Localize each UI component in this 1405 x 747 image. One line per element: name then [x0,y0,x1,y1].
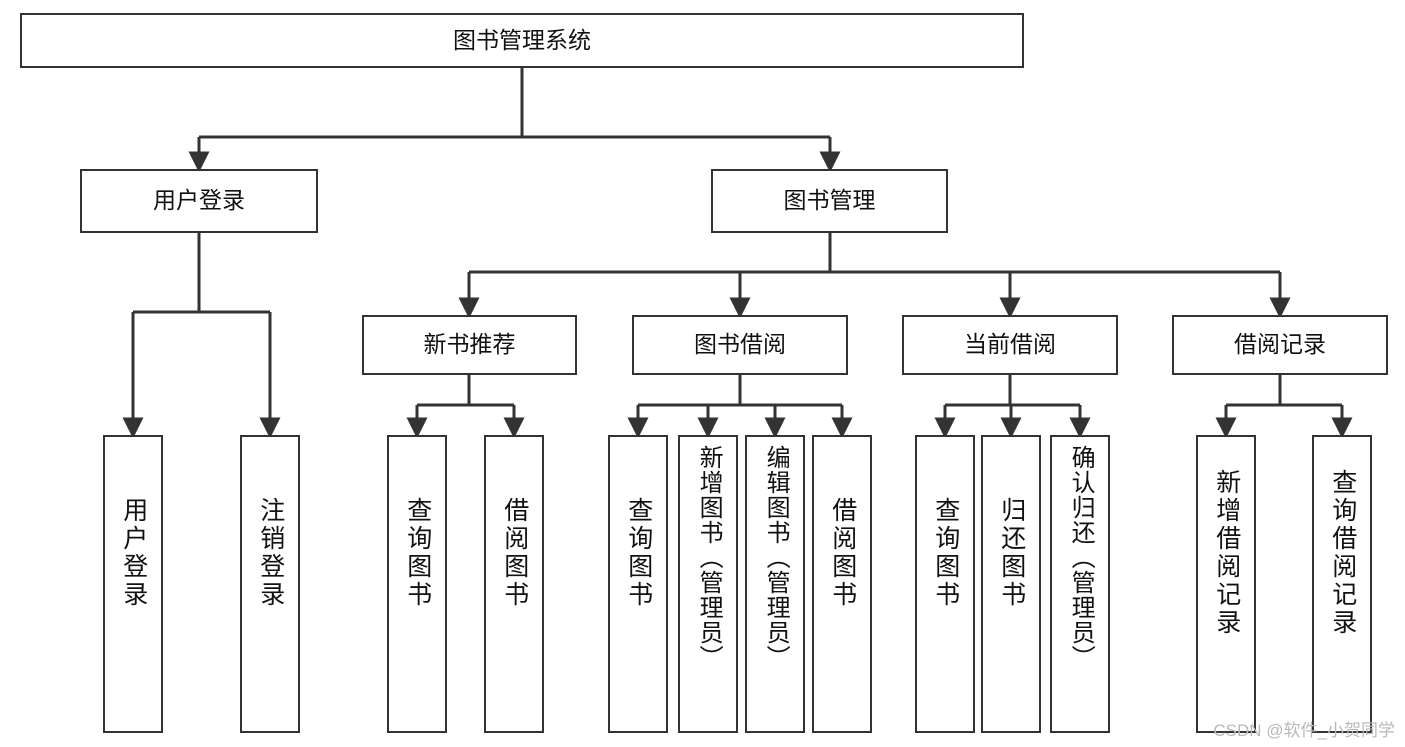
node-book-borrow-label: 图书借阅 [694,331,786,358]
leaf-return-book[interactable]: 归还图书 [981,435,1041,733]
leaf-query-book-2[interactable]: 查询图书 [608,435,668,733]
leaf-return-book-label: 归还图书 [997,497,1026,609]
leaf-query-book-3-label: 查询图书 [931,497,960,609]
leaf-query-book-1[interactable]: 查询图书 [387,435,447,733]
node-new-book-rec[interactable]: 新书推荐 [362,315,577,375]
node-current-borrow-label: 当前借阅 [964,331,1056,358]
leaf-logout[interactable]: 注销登录 [240,435,300,733]
leaf-borrow-book-1-label: 借阅图书 [500,497,529,609]
leaf-query-record[interactable]: 查询借阅记录 [1312,435,1372,733]
csdn-watermark: CSDN @软件_小贺同学 [1213,721,1395,740]
leaf-confirm-return[interactable]: 确认归还（管理员） [1050,435,1110,733]
leaf-user-login[interactable]: 用户登录 [103,435,163,733]
leaf-edit-book[interactable]: 编辑图书（管理员） [745,435,805,733]
node-borrow-record[interactable]: 借阅记录 [1172,315,1388,375]
node-new-book-rec-label: 新书推荐 [423,331,516,358]
node-user-login-label: 用户登录 [153,187,245,214]
leaf-borrow-book-1[interactable]: 借阅图书 [484,435,544,733]
node-user-login[interactable]: 用户登录 [80,169,318,233]
leaf-confirm-return-label: 确认归还（管理员） [1067,445,1095,670]
leaf-borrow-book-2[interactable]: 借阅图书 [812,435,872,733]
leaf-add-record[interactable]: 新增借阅记录 [1196,435,1256,733]
leaf-borrow-book-2-label: 借阅图书 [828,497,857,609]
leaf-query-book-2-label: 查询图书 [624,497,653,609]
leaf-query-record-label: 查询借阅记录 [1328,469,1357,637]
node-book-borrow[interactable]: 图书借阅 [632,315,848,375]
leaf-query-book-1-label: 查询图书 [403,497,432,609]
leaf-add-book[interactable]: 新增图书（管理员） [678,435,738,733]
node-borrow-record-label: 借阅记录 [1234,331,1326,358]
leaf-add-record-label: 新增借阅记录 [1212,469,1241,637]
leaf-logout-label: 注销登录 [256,497,285,609]
leaf-add-book-label: 新增图书（管理员） [695,445,723,670]
node-book-manage-label: 图书管理 [783,187,876,214]
node-current-borrow[interactable]: 当前借阅 [902,315,1118,375]
leaf-edit-book-label: 编辑图书（管理员） [762,445,790,670]
node-book-manage[interactable]: 图书管理 [711,169,948,233]
node-root-label: 图书管理系统 [453,26,591,53]
node-root[interactable]: 图书管理系统 [20,13,1024,68]
leaf-user-login-label: 用户登录 [119,497,148,609]
leaf-query-book-3[interactable]: 查询图书 [915,435,975,733]
